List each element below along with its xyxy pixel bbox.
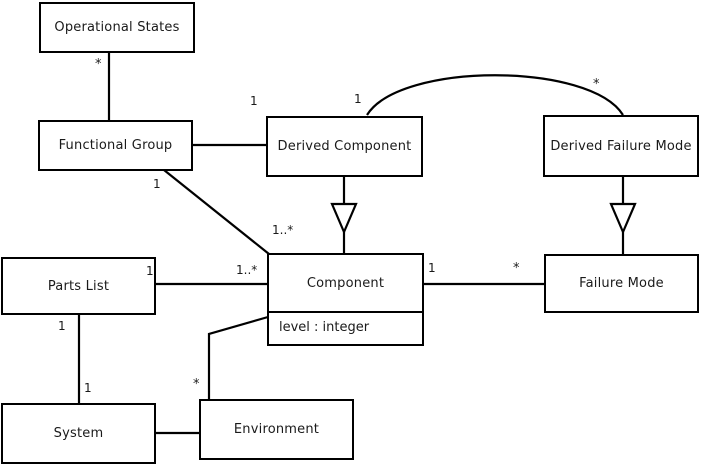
multiplicity-parts-list-system-top: 1: [58, 319, 66, 333]
multiplicity-parts-list-component-target: 1..*: [236, 263, 258, 277]
assoc-component-environment: [207, 315, 269, 400]
assoc-functional-group-component: [163, 169, 270, 255]
class-name-failure-mode: Failure Mode: [579, 276, 664, 291]
class-derived-component[interactable]: Derived Component: [266, 116, 423, 177]
class-name-system: System: [53, 426, 104, 441]
class-name-derived-failure-mode: Derived Failure Mode: [550, 138, 692, 154]
multiplicity-parts-list-component-source: 1: [146, 264, 154, 278]
multiplicity-parts-list-system-bottom: 1: [84, 381, 92, 395]
class-parts-list[interactable]: Parts List: [1, 257, 156, 315]
generalization-triangle-derived-component: [330, 202, 358, 235]
multiplicity-operational-states-functional-group: *: [95, 57, 102, 72]
multiplicity-functional-group-derived-component: 1: [250, 94, 258, 108]
multiplicity-component-failure-mode-source: 1: [428, 261, 436, 275]
class-system[interactable]: System: [1, 403, 156, 464]
assoc-derived-component-derived-failure-mode: [366, 74, 624, 116]
multiplicity-functional-group-component-source: 1: [153, 177, 161, 191]
class-failure-mode[interactable]: Failure Mode: [544, 254, 699, 313]
class-functional-group[interactable]: Functional Group: [38, 120, 193, 171]
class-environment[interactable]: Environment: [199, 399, 354, 460]
class-name-environment: Environment: [233, 422, 320, 437]
generalization-triangle-derived-failure-mode: [609, 202, 637, 235]
class-derived-failure-mode[interactable]: Derived Failure Mode: [543, 115, 699, 177]
class-operational-states[interactable]: Operational States: [39, 2, 195, 53]
class-name-derived-component: Derived Component: [277, 139, 412, 154]
multiplicity-derived-component-arc-source: 1: [354, 92, 362, 106]
class-name-operational-states: Operational States: [54, 20, 180, 35]
multiplicity-component-failure-mode-target: *: [513, 261, 520, 276]
multiplicity-functional-group-component-target: 1..*: [272, 223, 294, 237]
class-name-parts-list: Parts List: [47, 278, 110, 294]
class-attributes-component: level : integer: [269, 311, 422, 344]
multiplicity-component-environment: *: [193, 377, 200, 392]
multiplicity-derived-failure-mode-arc-target: *: [593, 77, 600, 92]
class-name-functional-group: Functional Group: [58, 138, 173, 153]
class-component[interactable]: Component level : integer: [267, 253, 424, 346]
attribute-component-level: level : integer: [279, 320, 370, 336]
class-name-component: Component: [306, 275, 385, 291]
